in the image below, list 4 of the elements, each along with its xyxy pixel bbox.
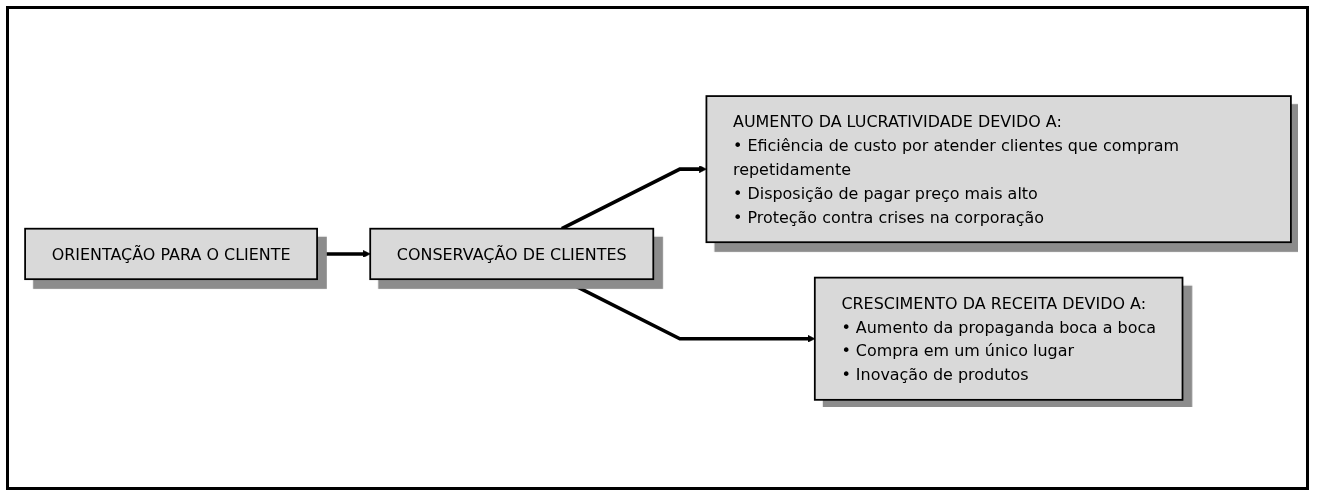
node-box: ORIENTAÇÃO PARA O CLIENTE (23, 227, 318, 281)
node-box: CONSERVAÇÃO DE CLIENTES (368, 227, 654, 281)
node-box: CRESCIMENTO DA RECEITA DEVIDO A: • Aumento da propaganda boca a boca • Compra em um único lugar • Inovação de produtos (813, 276, 1183, 401)
node-box: AUMENTO DA LUCRATIVIDADE DEVIDO A: • Eficiência de custo por atender clientes que compram repetidamente • Disposição de pagar preço mais alto • Proteção contra crises na corporação (705, 95, 1292, 244)
